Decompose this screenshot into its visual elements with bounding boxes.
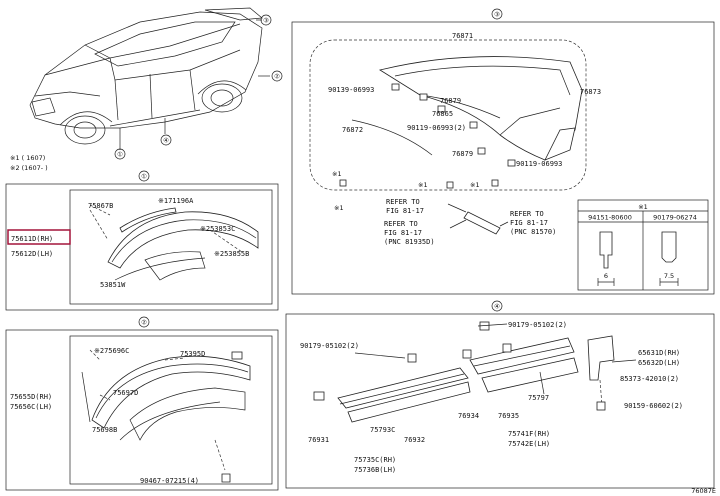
table-title: ※1 (638, 203, 648, 211)
part-75612D[interactable]: 75612D(LH) (11, 250, 53, 258)
section-2: ② ※275696C 75395D 75697D 75698B 75655D(R… (5, 316, 279, 491)
refer-1-line-2[interactable]: FIG 81-17 (386, 207, 424, 215)
refer-1-line-1[interactable]: REFER TO (386, 198, 420, 206)
part-76871[interactable]: 76871 (452, 32, 473, 40)
part-53853C[interactable]: ※253853C (200, 225, 235, 233)
section-1-frame (5, 183, 279, 311)
part-75698B[interactable]: 75698B (92, 426, 117, 434)
part-75656C[interactable]: 75656C(LH) (10, 403, 52, 411)
highlight-box (7, 229, 71, 245)
part-65631D[interactable]: 65631D(RH) (638, 349, 680, 357)
callout-1-car: ① (117, 151, 123, 159)
part-90119-06993[interactable]: 90119-06993 (516, 160, 562, 168)
refer-3-line-1[interactable]: REFER TO (510, 210, 544, 218)
refer-2-line-1[interactable]: REFER TO (384, 220, 418, 228)
part-90179-05102-b[interactable]: 90179-05102(2) (508, 321, 567, 329)
star-mark-4: ※1 (334, 204, 344, 212)
part-75741F[interactable]: 75741F(RH) (508, 430, 550, 438)
part-71196A[interactable]: ※171196A (158, 197, 194, 205)
part-76932[interactable]: 76932 (404, 436, 425, 444)
section-4: ④ 90179-05102(2) 90179-05102(2) 65631D(R… (285, 300, 715, 489)
diagram-id: 76087E (691, 487, 716, 495)
part-75655D[interactable]: 75655D(RH) (10, 393, 52, 401)
star-mark-1: ※1 (332, 170, 342, 178)
callout-2: ② (141, 319, 147, 327)
part-75742E[interactable]: 75742E(LH) (508, 440, 550, 448)
section-3: ③ 76871 90139-06993 76879 76865 76873 76… (291, 8, 715, 295)
part-76872[interactable]: 76872 (342, 126, 363, 134)
part-75696C[interactable]: ※275696C (94, 347, 129, 355)
part-75611D[interactable]: 75611D(RH) (11, 235, 53, 243)
part-90119-06993-2[interactable]: 90119-06993(2) (407, 124, 466, 132)
table-dim-1: 6 (604, 272, 608, 280)
refer-3-line-3[interactable]: (PNC 81570) (510, 228, 556, 236)
part-75395D[interactable]: 75395D (180, 350, 205, 358)
refer-2-line-3[interactable]: (PNC 81935D) (384, 238, 435, 246)
part-65632D[interactable]: 65632D(LH) (638, 359, 680, 367)
part-76873[interactable]: 76873 (580, 88, 601, 96)
part-53851W[interactable]: 53851W (100, 281, 126, 289)
part-90467-07215[interactable]: 90467-07215(4) (140, 477, 199, 485)
part-76879-a[interactable]: 76879 (440, 97, 461, 105)
section-4-frame (285, 313, 715, 489)
part-75793C[interactable]: 75793C (370, 426, 395, 434)
part-90139-06993[interactable]: 90139-06993 (328, 86, 374, 94)
part-75797[interactable]: 75797 (528, 394, 549, 402)
star-mark-3: ※1 (470, 181, 480, 189)
callout-3-car: ③ (263, 17, 269, 25)
callout-4: ④ (494, 303, 500, 311)
part-76931[interactable]: 76931 (308, 436, 329, 444)
part-76935[interactable]: 76935 (498, 412, 519, 420)
callout-2-car: ② (274, 73, 280, 81)
part-75736B[interactable]: 75736B(LH) (354, 466, 396, 474)
part-85373-42010[interactable]: 85373-42010(2) (620, 375, 679, 383)
part-76879-b[interactable]: 76879 (452, 150, 473, 158)
refer-2-line-2[interactable]: FIG 81-17 (384, 229, 422, 237)
part-75867B[interactable]: 75867B (88, 202, 113, 210)
note-line-2: ※2 (1607- ) (10, 164, 48, 172)
part-76865[interactable]: 76865 (432, 110, 453, 118)
section-3-frame (291, 21, 715, 295)
table-col-1[interactable]: 94151-80600 (588, 214, 632, 222)
table-dim-2: 7.5 (664, 272, 674, 280)
callout-3: ③ (494, 11, 500, 19)
refer-3-line-2[interactable]: FIG 81-17 (510, 219, 548, 227)
note-line-1: ※1 ( 1607) (10, 154, 45, 162)
section-1: ① 75611D(RH) 75612D(LH) 75867B ※171196A … (5, 170, 279, 311)
table-col-2[interactable]: 90179-06274 (653, 214, 697, 222)
part-90179-05102-a[interactable]: 90179-05102(2) (300, 342, 359, 350)
callout-1: ① (141, 173, 147, 181)
part-75735C[interactable]: 75735C(RH) (354, 456, 396, 464)
part-75697D[interactable]: 75697D (113, 389, 138, 397)
section-2-frame (5, 329, 279, 491)
star-mark-2: ※1 (418, 181, 428, 189)
vehicle-overview: ① ④ ② ③ ※1 ( 1607) ※2 (1607- ) (10, 7, 283, 172)
part-53855B[interactable]: ※253855B (214, 250, 249, 258)
part-76934[interactable]: 76934 (458, 412, 479, 420)
part-90159-60602[interactable]: 90159-60602(2) (624, 402, 683, 410)
callout-4-car: ④ (163, 137, 169, 145)
